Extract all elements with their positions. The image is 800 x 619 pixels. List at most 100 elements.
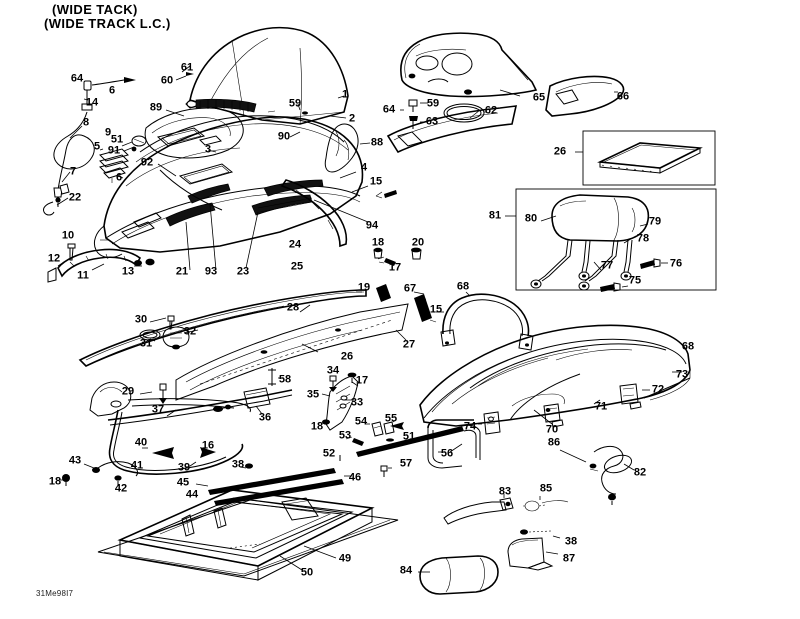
skid-plate-65 xyxy=(386,105,518,154)
callout-27: 27 xyxy=(402,338,416,351)
hood-main-body xyxy=(93,98,369,271)
callout-89: 89 xyxy=(149,101,163,114)
callout-43: 43 xyxy=(68,454,82,467)
callout-82: 82 xyxy=(633,466,647,479)
title-line-2: (WIDE TRACK L.C.) xyxy=(44,16,171,31)
callout-32: 32 xyxy=(183,325,197,338)
callout-11: 11 xyxy=(77,269,89,282)
callout-17: 17 xyxy=(388,261,402,274)
callout-9: 9 xyxy=(104,126,112,139)
callout-68: 68 xyxy=(456,280,470,293)
side-bracket-33 xyxy=(321,372,359,431)
callout-8: 8 xyxy=(82,116,90,129)
callout-14: 14 xyxy=(85,96,99,109)
hood-latch-group xyxy=(47,243,155,283)
fastener-group-18-20-17 xyxy=(373,247,422,266)
callout-51: 51 xyxy=(110,133,124,146)
callout-93: 93 xyxy=(204,265,218,278)
callout-6: 6 xyxy=(108,84,116,97)
callout-54: 54 xyxy=(354,415,368,428)
callout-86: 86 xyxy=(547,436,561,449)
callout-61: 61 xyxy=(180,61,194,74)
callout-26: 26 xyxy=(340,350,354,363)
callout-24: 24 xyxy=(288,238,302,251)
callout-73: 73 xyxy=(675,368,689,381)
tool-83 xyxy=(443,494,569,525)
callout-90: 90 xyxy=(277,130,291,143)
inset-81-box xyxy=(505,188,717,292)
callout-40: 40 xyxy=(134,436,148,449)
callout-20: 20 xyxy=(411,236,425,249)
callout-74: 74 xyxy=(463,420,477,433)
floor-pan-27 xyxy=(175,303,409,401)
callout-23: 23 xyxy=(236,265,250,278)
callout-63: 63 xyxy=(425,115,439,128)
callout-36: 36 xyxy=(258,411,272,424)
callout-64: 64 xyxy=(382,103,396,116)
callout-91: 91 xyxy=(107,144,121,157)
callout-21: 21 xyxy=(175,265,189,278)
callout-17: 17 xyxy=(355,374,369,387)
hood-support-bracket-88 xyxy=(324,123,371,173)
fastener-column-59-63 xyxy=(400,99,486,129)
callout-22: 22 xyxy=(68,191,82,204)
callout-87: 87 xyxy=(562,552,576,565)
callout-15: 15 xyxy=(429,303,443,316)
callout-57: 57 xyxy=(399,457,413,470)
callout-83: 83 xyxy=(498,485,512,498)
callout-79: 79 xyxy=(648,215,662,228)
callout-45: 45 xyxy=(176,476,190,489)
callout-15: 15 xyxy=(369,175,383,188)
callout-52: 52 xyxy=(322,447,336,460)
callout-34: 34 xyxy=(326,364,340,377)
callout-92: 92 xyxy=(140,156,154,169)
footer-code: 31Me98I7 xyxy=(36,589,74,598)
callout-77: 77 xyxy=(600,259,614,272)
callout-25: 25 xyxy=(290,260,304,273)
hood-grommet-stack xyxy=(99,135,147,183)
callout-50: 50 xyxy=(300,566,314,579)
callout-41: 41 xyxy=(130,459,144,472)
callout-12: 12 xyxy=(47,252,61,265)
callout-64: 64 xyxy=(70,72,84,85)
callout-71: 71 xyxy=(594,400,608,413)
callout-29: 29 xyxy=(121,385,135,398)
callout-85: 85 xyxy=(539,482,553,495)
callout-80: 80 xyxy=(524,212,538,225)
callout-18: 18 xyxy=(48,475,62,488)
callout-76: 76 xyxy=(669,257,683,270)
hood-trim-strip-4 xyxy=(280,171,397,248)
rail-tube-36 xyxy=(107,387,293,426)
callout-84: 84 xyxy=(399,564,413,577)
callout-6: 6 xyxy=(115,171,123,184)
tray-trim-strips xyxy=(195,463,352,506)
seat-rail-56 xyxy=(427,419,474,469)
callout-33: 33 xyxy=(350,396,364,409)
callout-60: 60 xyxy=(160,74,174,87)
callout-75: 75 xyxy=(628,274,642,287)
callout-7: 7 xyxy=(69,165,77,178)
callout-58: 58 xyxy=(278,373,292,386)
callout-78: 78 xyxy=(636,232,650,245)
callout-49: 49 xyxy=(338,552,352,565)
hood-cable-assembly xyxy=(43,77,136,216)
callout-66: 66 xyxy=(616,90,630,103)
bracket-87 xyxy=(507,529,561,571)
callout-39: 39 xyxy=(177,461,191,474)
callout-62: 62 xyxy=(484,104,498,117)
callout-28: 28 xyxy=(286,301,300,314)
hood-latch-detail-30 xyxy=(139,315,199,350)
callout-55: 55 xyxy=(384,412,398,425)
callout-88: 88 xyxy=(370,136,384,149)
belly-pan-65 xyxy=(400,32,538,98)
callout-19: 19 xyxy=(357,281,371,294)
callout-35: 35 xyxy=(306,388,320,401)
callout-59: 59 xyxy=(288,97,302,110)
callout-72: 72 xyxy=(651,383,665,396)
grab-strap-68 xyxy=(413,291,534,351)
callout-37: 37 xyxy=(151,403,165,416)
grab-handle-66 xyxy=(545,75,625,117)
callout-31: 31 xyxy=(139,337,153,350)
